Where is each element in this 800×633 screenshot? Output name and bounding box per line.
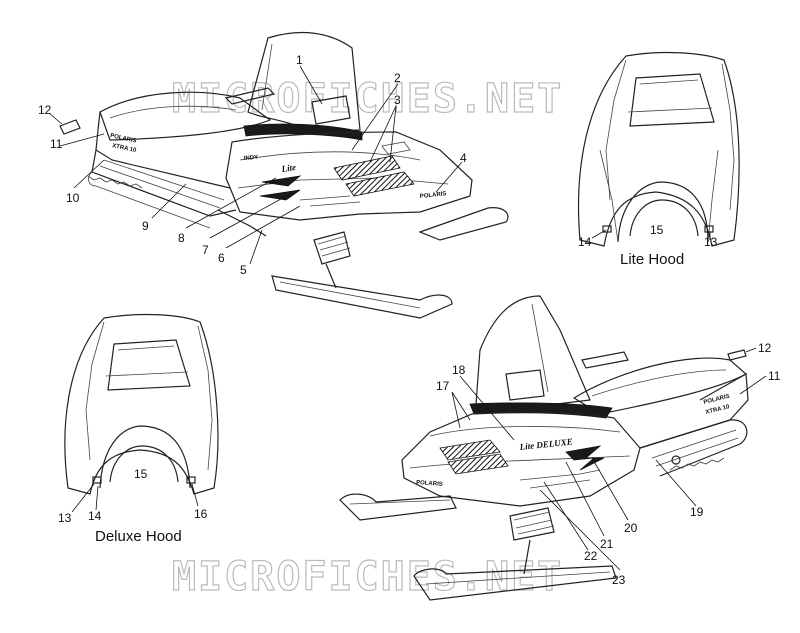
callout-deluxe-12: 12: [758, 341, 772, 355]
callouts-lite-hood: 14 13 15 Lite Hood: [578, 223, 718, 268]
callout-11: 11: [50, 137, 63, 151]
callout-8: 8: [178, 231, 185, 245]
decal-lite-deluxe-script: Lite DELUXE: [518, 436, 573, 452]
callout-deluxe-hood-14: 14: [88, 509, 102, 523]
callout-3: 3: [394, 93, 401, 107]
decal-indy-text: INDY: [244, 155, 259, 162]
callout-deluxe-hood-16: 16: [194, 507, 208, 521]
snowmobile-deluxe: Lite DELUXE POLARIS POLARIS XTRA 10: [339, 295, 749, 601]
callout-12: 12: [38, 103, 52, 117]
watermark-top: MICROFICHES.NET: [172, 76, 563, 122]
decal-sub-rear-lite: XTRA 10: [112, 143, 138, 154]
callout-2: 2: [394, 71, 401, 85]
callout-17: 17: [436, 379, 450, 393]
callout-7: 7: [202, 243, 209, 257]
callout-1: 1: [296, 53, 303, 67]
callout-deluxe-hood-15: 15: [134, 467, 148, 481]
snowmobile-lite: Lite INDY POLARIS POLARIS XTRA 10: [87, 31, 509, 319]
callout-lite-hood-13: 13: [704, 235, 718, 249]
callout-9: 9: [142, 219, 149, 233]
callouts-deluxe: 12 11 17 18 19 20 21 22 23: [436, 341, 781, 587]
lite-hood: [577, 51, 740, 247]
callout-4: 4: [460, 151, 467, 165]
callout-18: 18: [452, 363, 466, 377]
callout-lite-hood-14: 14: [578, 235, 592, 249]
decal-sub-rear-deluxe: XTRA 10: [705, 404, 731, 416]
callout-21: 21: [600, 537, 614, 551]
caption-deluxe-hood: Deluxe Hood: [95, 528, 182, 545]
callout-deluxe-hood-13: 13: [58, 511, 72, 525]
callouts-deluxe-hood: 13 14 16 15 Deluxe Hood: [58, 467, 208, 545]
decal-polaris-hood-deluxe: POLARIS: [416, 480, 443, 488]
callout-23: 23: [612, 573, 626, 587]
decal-polaris-hood-lite: POLARIS: [420, 191, 447, 200]
callout-19: 19: [690, 505, 704, 519]
callout-22: 22: [584, 549, 598, 563]
callout-10: 10: [66, 191, 80, 205]
callout-6: 6: [218, 251, 225, 265]
caption-lite-hood: Lite Hood: [620, 251, 684, 268]
decal-lite-script: Lite: [280, 162, 297, 174]
deluxe-hood: [64, 313, 219, 495]
callout-lite-hood-15: 15: [650, 223, 664, 237]
callout-20: 20: [624, 521, 638, 535]
watermark-bottom: MICROFICHES.NET: [172, 554, 563, 600]
callouts-lite: 1 2 3 4 5 6 7 8 9 10 11 12: [38, 53, 467, 277]
callout-5: 5: [240, 263, 247, 277]
decal-polaris-rear-lite: POLARIS: [110, 133, 137, 144]
callout-deluxe-11: 11: [768, 369, 781, 383]
